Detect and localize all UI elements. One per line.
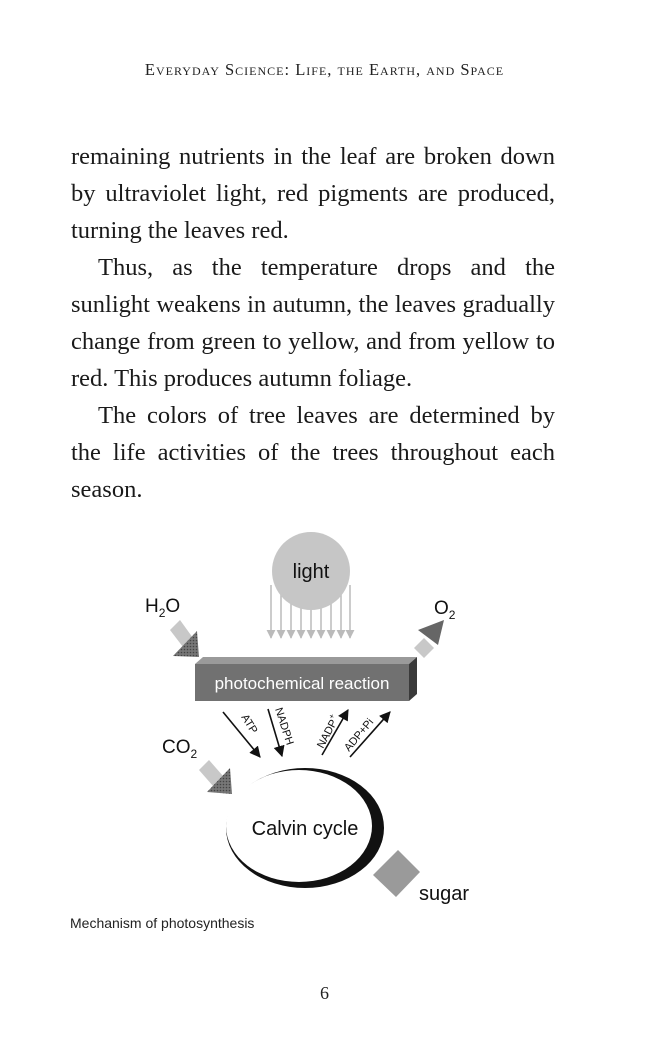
water-arrow: [170, 620, 199, 657]
light-label: light: [293, 561, 330, 583]
paragraph: Thus, as the temperature drops and the s…: [71, 254, 555, 392]
running-header: Everyday Science: Life, the Earth, and S…: [144, 60, 505, 79]
carbon-dioxide-arrow: [199, 760, 232, 794]
calvin-cycle-label: Calvin cycle: [252, 818, 359, 840]
atp-arrow: ATP: [222, 711, 261, 758]
adp-arrow: ADP+Pi: [342, 711, 391, 758]
photosynthesis-diagram: light H2O O2 photochemical reaction ATP …: [0, 530, 649, 910]
paragraph: remaining nutrients in the leaf are brok…: [71, 143, 555, 244]
svg-text:ATP: ATP: [238, 712, 259, 736]
page-number: 6: [320, 983, 329, 1003]
svg-text:ADP+Pi: ADP+Pi: [342, 716, 376, 753]
paragraph: The colors of tree leaves are determined…: [71, 402, 555, 503]
sugar-arrow: [373, 850, 420, 897]
svg-text:NADP+: NADP+: [312, 712, 342, 750]
light-source: [272, 532, 350, 610]
photochemical-reaction-box: photochemical reaction: [195, 657, 417, 701]
oxygen-arrow: [414, 620, 444, 658]
body-text: remaining nutrients in the leaf are brok…: [71, 138, 555, 508]
nadph-arrow: NADPH: [267, 706, 295, 758]
carbon-dioxide-label: CO2: [162, 737, 198, 761]
water-label: H2O: [145, 596, 180, 620]
svg-text:NADPH: NADPH: [272, 706, 295, 746]
calvin-cycle: Calvin cycle: [226, 768, 384, 888]
figure-caption: Mechanism of photosynthesis: [70, 915, 255, 931]
nadp-arrow: NADP+: [312, 709, 349, 756]
oxygen-label: O2: [434, 598, 456, 622]
photochemical-label: photochemical reaction: [215, 674, 390, 693]
sugar-label: sugar: [419, 883, 469, 905]
